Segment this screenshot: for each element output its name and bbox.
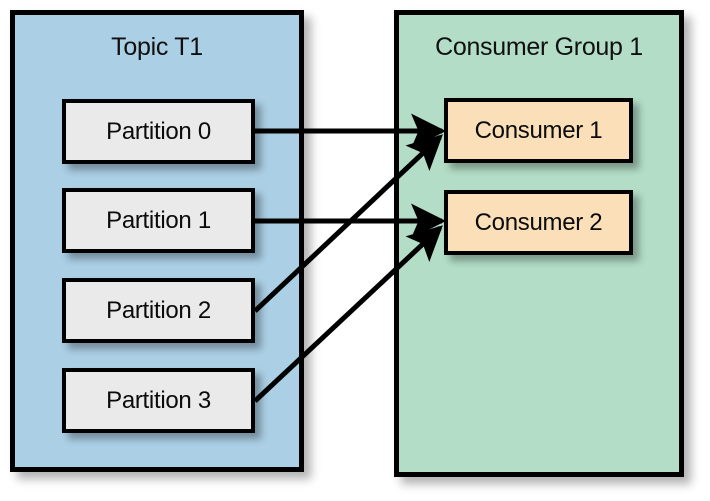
consumer-group-panel-title: Consumer Group 1 [435,33,643,61]
partition-box-2[interactable]: Partition 2 [62,278,255,343]
consumer-box-2[interactable]: Consumer 2 [444,190,633,255]
partition-label-3: Partition 3 [106,386,211,414]
consumer-label-2: Consumer 2 [474,208,603,236]
topic-panel-title: Topic T1 [111,33,203,61]
partition-box-3[interactable]: Partition 3 [62,368,255,433]
partition-box-0[interactable]: Partition 0 [62,99,255,164]
partition-label-2: Partition 2 [106,296,211,324]
consumer-label-1: Consumer 1 [474,116,603,144]
partition-label-1: Partition 1 [106,206,211,234]
partition-label-0: Partition 0 [106,117,211,145]
consumer-box-1[interactable]: Consumer 1 [444,98,633,163]
partition-box-1[interactable]: Partition 1 [62,188,255,253]
